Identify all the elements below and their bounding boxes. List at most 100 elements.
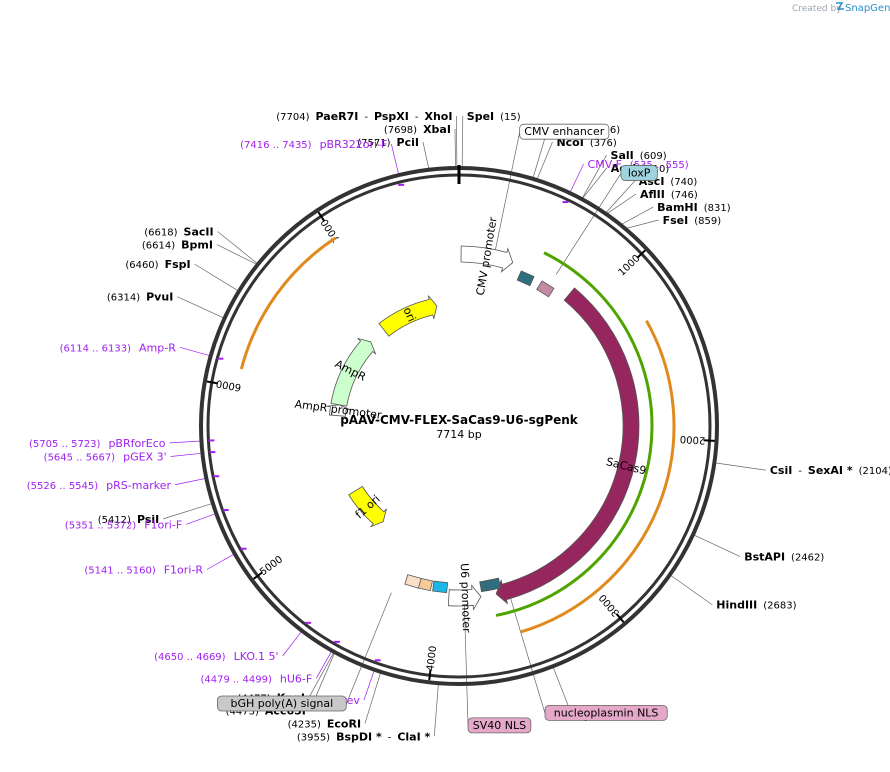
site-name: XhoI [425,110,453,123]
site-label: (7571)PciI [357,136,419,149]
boxed-label-text: bGH poly(A) signal [231,697,334,710]
primer-name: pBRforEco [108,437,165,450]
site-leader-line [422,141,430,170]
site-name: CsiI [770,464,792,477]
site-name: XbaI [423,123,451,136]
site-name: SpeI [467,110,494,123]
site-position: (6618) [144,228,177,239]
site-position: - [798,466,802,477]
orange-arc [520,319,676,634]
site-position: (2462) [791,553,824,564]
site-position: (4235) [288,719,321,730]
site-position: (609) [640,151,667,162]
site-position: (376) [590,138,617,149]
site-position: (831) [704,203,731,214]
site-position: (6314) [107,293,140,304]
site-label: (3955)BspDI *-ClaI * [297,730,431,743]
restriction-sites: SpeI(15)SnaBI(356)NcoI(376)SalI(609)AccI… [98,110,890,743]
site-name: SacII [184,226,214,239]
feature-label: ori [401,305,419,323]
plasmid-length: 7714 bp [436,428,481,441]
primer-leader-line [363,669,375,701]
primer-leader-line [169,440,202,444]
feature-arrow [348,485,387,528]
site-name: BamHI [657,201,698,214]
primer-leader-line [315,650,333,679]
ring-tick [703,439,715,442]
small-feature-block [516,270,535,287]
primer-name: F1ori-R [164,563,204,576]
site-leader-line [605,180,635,214]
site-leader-line [308,651,335,698]
box-leader-line [555,173,622,275]
primer-label: (5645 .. 5667) pGEX 3' [44,451,167,464]
backbone [199,165,719,686]
site-name: PaeR7I [316,110,359,123]
boxed-label-text: CMV enhancer [524,125,604,138]
primer-name: pGEX 3' [123,451,167,464]
feature-arrow [447,584,482,611]
credit-prefix: Created by [792,4,842,14]
site-leader-line [581,154,607,200]
site-label: (6314)PvuI [107,291,173,304]
primer-range: (5351 .. 5372) [65,520,137,531]
primer-name: Amp-R [139,341,176,354]
site-name: ClaI * [397,730,430,743]
site-label: HindIII(2683) [716,599,796,612]
site-leader-line [669,574,713,606]
primer-leader-line [174,477,207,486]
primer-range: (5526 .. 5545) [27,481,99,492]
primer-range: (6114 .. 6133) [60,343,132,354]
site-label: (6618) SacII [144,226,213,239]
primer-range: (5705 .. 5723) [29,439,101,450]
primer-range: (4479 .. 4499) [200,674,272,685]
primer-name: LKO.1 5' [234,650,279,663]
ring-tick [206,380,218,385]
site-name: PsiI [137,513,159,526]
site-label: BstAPI(2462) [744,551,824,564]
site-label: SpeI(15) [467,110,521,123]
primer-range: (5645 .. 5667) [44,453,116,464]
site-name: HindIII [716,599,757,612]
site-position: - [364,112,368,123]
site-leader-line [433,683,439,737]
site-label: FseI(859) [663,214,722,227]
feature-arrow [495,287,640,605]
site-position: (4473) [226,706,259,717]
primer-label: (4479 .. 4499)hU6-F [200,672,312,685]
boxed-label-bg [217,695,347,712]
ring-tick [253,571,264,580]
ring-tick [317,211,326,222]
primer-range: (5141 .. 5160) [84,565,156,576]
feature-arrow [330,338,377,407]
primer-label: (7416 .. 7435)pBR322ori-F [240,138,387,151]
snapgene-logo-icon [836,2,844,10]
site-name: PciI [397,136,419,149]
primer-name: pRS-marker [106,479,171,492]
site-position: - [415,112,419,123]
ring-tick [615,613,625,623]
primer-leader-line [391,143,400,176]
feature-arrow [326,404,351,417]
site-leader-line [536,141,553,181]
credit-brand: SnapGene [845,3,890,14]
boxed-label-bg [519,123,610,140]
small-feature-block [404,574,422,589]
boxed-label-text: nucleoplasmin NLS [554,706,659,719]
site-position: (2104) [859,466,890,477]
primer-label: (5705 .. 5723) pBRforEco [29,437,166,450]
primer-name: CMV-F [588,158,622,171]
site-name: FseI [663,214,689,227]
small-feature-block [484,577,502,592]
primer-label: (6114 .. 6133) Amp-R [60,341,177,354]
site-label: (5412)PsiI [98,513,160,526]
site-leader-line [714,462,766,471]
site-position: - [388,732,392,743]
site-name: FspI [165,258,191,271]
ring-tick-label: 6000 [215,377,242,392]
primer-leader-line [179,346,211,357]
ring-tick-label: 5000 [258,554,285,578]
snapgene-credit: Created by SnapGene [792,2,890,14]
small-feature-block [536,280,555,298]
